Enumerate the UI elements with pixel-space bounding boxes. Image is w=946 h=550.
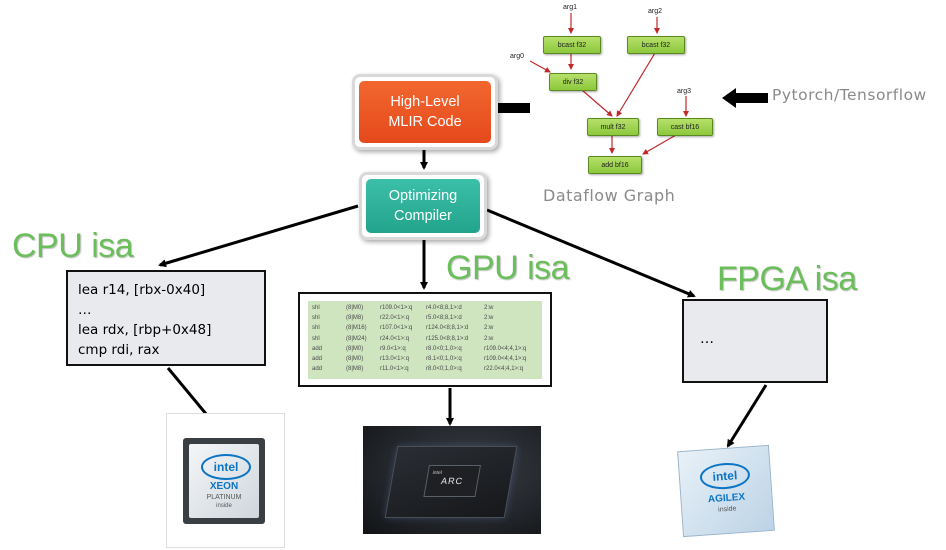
fpga-isa-box: … [682,299,828,383]
gpu-code-cell: r109.0<1>:q [380,305,413,311]
xeon-label: XEON [209,481,239,492]
pytorch-tensorflow-label: Pytorch/Tensorflow [772,86,927,104]
gpu-code-cell: (8|M0) [346,305,364,311]
arrow-compiler-to-cpu [158,204,359,268]
compiler-label-line1: Optimizing [388,188,458,204]
dfg-node-bcast-2: bcast f32 [627,36,685,54]
arrow-compiler-to-fpga [486,208,696,298]
gpu-code-row: shl (8|M8) r22.0<1>:q r5.0<8;8,1>:d 2:w [308,315,542,326]
gpu-code-cell: shl [312,315,320,322]
arrow-fpga-to-chip [726,384,768,448]
gpu-code-cell: 2:w [484,335,494,342]
gpu-code-cell: r109.0<4;4,1>:q [484,356,527,362]
xeon-chip-image: intel XEON PLATINUM inside [166,413,285,548]
gpu-code-cell: 2:w [484,305,494,311]
gpu-code-cell: r8.1<0;1,0>:q [426,356,462,362]
gpu-code-cell: r13.0<1>:q [380,356,410,362]
cpu-isa-box: lea r14, [rbx-0x40] … lea rdx, [rbp+0x48… [66,270,266,366]
cpu-line-2: … [78,302,92,318]
gpu-code-cell: (8|M8) [346,366,364,373]
mlir-label-line1: High-Level [390,94,460,110]
gpu-code-cell: (8|M0) [346,345,364,352]
platinum-label: PLATINUM [206,494,242,501]
gpu-code-cell: (8|M0) [346,356,364,362]
gpu-code-row: add (8|M0) r13.0<1>:q r8.1<0;1,0>:q r109.0<4… [308,356,542,367]
gpu-code-cell: add [312,356,323,362]
optimizing-compiler-box: Optimizing Compiler [359,172,487,240]
mlir-label-line2: MLIR Code [388,114,462,130]
gpu-code-cell: r11.0<1>:q [380,366,409,373]
fpga-isa-title: FPGA isa [717,260,857,298]
block-arrow-from-pytorch [722,88,768,108]
dataflow-graph-caption: Dataflow Graph [543,186,676,205]
gpu-code-cell: r24.0<1>:q [380,335,410,342]
agilex-chip-image: intel AGILEX inside [677,444,775,538]
gpu-code-cell: r8.0<0;1,0>:q [426,366,462,373]
arc-label: ARC [440,476,465,486]
dfg-node-div: div f32 [549,73,597,91]
dfg-node-bcast-1: bcast f32 [543,36,601,54]
gpu-code-row: add (8|M8) r11.0<1>:q r8.0<0;1,0>:q r22.0<4;… [308,366,542,377]
gpu-code-cell: r5.0<8;8,1>:d [426,315,462,322]
cpu-line-1: lea r14, [rbx-0x40] [78,282,206,298]
cpu-line-4: cmp rdi, rax [78,342,160,358]
gpu-isa-title: GPU isa [446,249,570,287]
gpu-code-row: shl (8|M0) r109.0<1>:q r4.0<8;8,1>:d 2:w [308,305,542,316]
gpu-code-cell: r109.0<4;4,1>:q [484,345,527,352]
gpu-code-cell: add [312,345,323,352]
fpga-content: … [700,331,714,347]
cpu-line-3: lea rdx, [rbp+0x48] [78,322,212,338]
gpu-code-cell: r22.0<4;4,1>:q [484,366,524,373]
cpu-isa-title: CPU isa [12,227,134,265]
gpu-code-cell: (8|M24) [346,335,367,342]
gpu-code-row: shl (8|M24) r24.0<1>:q r125.0<8;8,1>:d 2:w [308,336,542,347]
inside-label-cpu: inside [216,503,232,509]
dfg-node-add: add bf16 [588,156,642,174]
gpu-code-cell: shl [312,325,320,332]
gpu-code-cell: r107.0<1>:q [380,325,413,332]
dfg-edges [529,13,689,155]
gpu-code-row: add (8|M0) r9.0<1>:q r8.0<0;1,0>:q r109.0<4;… [308,346,542,357]
dfg-node-cast: cast bf16 [657,118,713,136]
compiler-label-line2: Compiler [393,208,452,224]
gpu-code-cell: add [312,366,323,373]
gpu-code-cell: r8.0<0;1,0>:q [426,345,462,352]
gpu-code-cell: r125.0<8;8,1>:d [426,335,469,342]
intel-logo-gpu: intel [432,470,443,476]
gpu-code-cell: 2:w [484,325,494,332]
dfg-node-mult: mult f32 [587,118,639,136]
gpu-code-cell: (8|M16) [346,325,367,332]
intel-logo-cpu: intel [201,454,251,480]
gpu-code-row: shl (8|M16) r107.0<1>:q r124.0<8;8,1>:d 2:w [308,325,542,336]
gpu-code-cell: r9.0<1>:q [380,345,406,352]
gpu-code-cell: r124.0<8;8,1>:d [426,325,469,332]
intel-logo-fpga: intel [699,461,751,491]
gpu-code-cell: 2:w [484,315,494,322]
dfg-arg0: arg0 [510,53,525,60]
gpu-code-cell: (8|M8) [346,315,364,322]
arc-gpu-image: intel ARC [363,426,541,534]
gpu-code-cell: shl [312,335,320,342]
gpu-isa-code: shl (8|M0) r109.0<1>:q r4.0<8;8,1>:d 2:w shl (… [308,301,542,379]
gpu-code-cell: shl [312,305,320,311]
mlir-code-box: High-Level MLIR Code [352,74,498,150]
gpu-code-cell: r22.0<1>:q [380,315,410,322]
dfg-arg2: arg2 [648,8,663,15]
gpu-isa-box: shl (8|M0) r109.0<1>:q r4.0<8;8,1>:d 2:w shl (… [298,292,552,387]
gpu-code-cell: r4.0<8;8,1>:d [426,305,462,311]
dfg-arg3: arg3 [677,88,692,95]
dfg-arg1: arg1 [563,4,578,11]
